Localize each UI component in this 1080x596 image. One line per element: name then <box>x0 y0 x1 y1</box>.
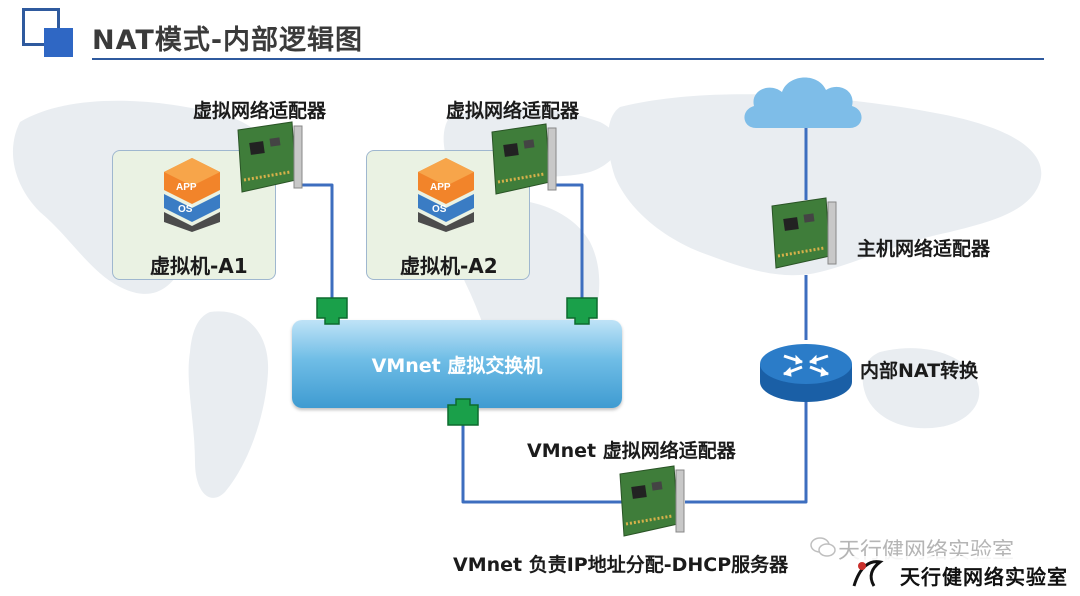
vm-a1-adapter-label: 虚拟网络适配器 <box>193 100 327 122</box>
logo-square-outline <box>22 8 60 46</box>
stamp-mark-icon <box>852 560 884 587</box>
link-a1-to-switch <box>302 183 334 300</box>
vmnet-adapter-label: VMnet 虚拟网络适配器 <box>527 440 736 462</box>
host-adapter-label: 主机网络适配器 <box>857 238 991 260</box>
app-os-stack-icon: APP OS <box>164 158 220 232</box>
vm-a2-adapter-label: 虚拟网络适配器 <box>446 100 580 122</box>
os-layer-label: OS <box>178 204 193 215</box>
switch-label: VMnet 虚拟交换机 <box>371 354 543 377</box>
app-os-stack-icon: APP OS <box>418 158 474 232</box>
network-card-icon <box>237 121 303 193</box>
title-divider <box>92 58 1044 60</box>
app-layer-label: APP <box>176 182 197 193</box>
os-layer-label: OS <box>432 204 447 215</box>
link-vmnet-adapter-to-router <box>685 400 808 504</box>
network-card-icon <box>619 465 685 537</box>
dhcp-server-label: VMnet 负责IP地址分配-DHCP服务器 <box>453 554 789 576</box>
router-icon <box>760 344 852 402</box>
calligraphy-stamp: 天行健网络实验室 <box>850 556 1072 592</box>
link-switch-to-vmnet-adapter <box>461 425 625 504</box>
network-card-icon <box>771 197 837 269</box>
switch-port-icon <box>566 297 598 325</box>
cloud-icon <box>744 77 862 128</box>
switch-port-icon <box>447 398 479 426</box>
wechat-icon <box>810 537 836 557</box>
page-title: NAT模式-内部逻辑图 <box>92 25 364 56</box>
vm-a2-label: 虚拟机-A2 <box>400 254 498 278</box>
switch-port-icon <box>316 297 348 325</box>
app-layer-label: APP <box>430 182 451 193</box>
link-a2-to-switch <box>553 183 584 300</box>
nat-label: 内部NAT转换 <box>860 360 979 382</box>
logo-square-fill <box>44 28 73 57</box>
vm-a1-label: 虚拟机-A1 <box>150 254 248 278</box>
network-card-icon <box>491 123 557 195</box>
stamp-text: 天行健网络实验室 <box>900 565 1068 589</box>
vmnet-virtual-switch: VMnet 虚拟交换机 <box>292 320 622 408</box>
